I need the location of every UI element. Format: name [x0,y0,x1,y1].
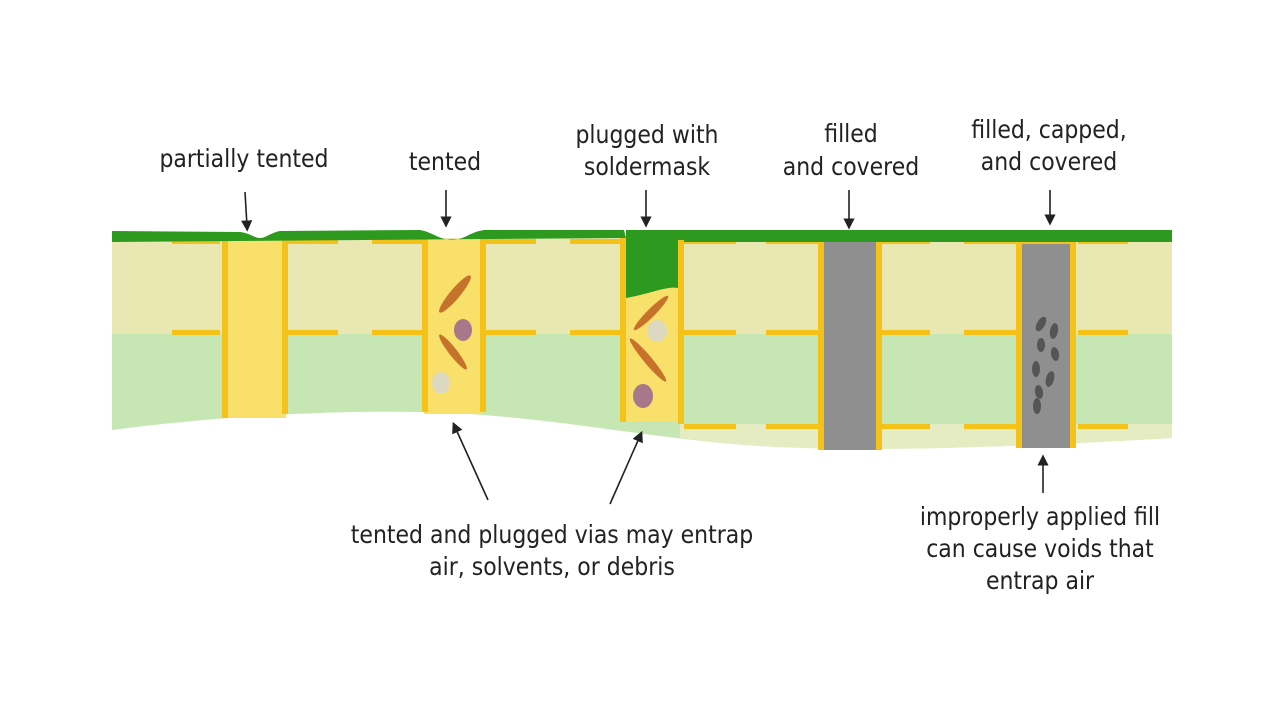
debris-particle [633,384,653,408]
label-entrap-line1: tented and plugged vias may entrap [351,520,753,550]
via-partially-tented [222,238,288,418]
soldermask-layer [112,230,1172,242]
debris-streak [439,334,467,370]
via-tented [422,238,486,414]
label-voids-line1: improperly applied fill [920,502,1160,532]
arrow-entrap-right [609,430,643,505]
label-capped-line1: filled, capped, [971,115,1126,145]
label-capped-line2: and covered [981,147,1117,177]
label-filled-line1: filled [824,119,878,149]
arrows [241,190,1056,505]
debris-streak [439,275,471,313]
air-bubble [647,320,667,342]
label-plugged-line1: plugged with [575,120,718,150]
label-entrap-line2: air, solvents, or debris [429,552,675,582]
label-tented: tented [409,147,481,177]
label-plugged-line2: soldermask [584,152,711,182]
via-filled-capped-covered [1016,238,1076,448]
label-filled-line2: and covered [783,152,919,182]
fill-voids [1032,316,1060,414]
label-voids-line2: can cause voids that [926,534,1154,564]
debris-streak [633,295,669,331]
labels: partially tented tented plugged with sol… [159,115,1160,596]
soldermask-plug [626,238,678,298]
label-partially-tented: partially tented [159,144,328,174]
debris-streak [629,338,667,382]
label-voids-line3: entrap air [986,566,1094,596]
debris-particle [454,319,472,341]
pcb-cross-section [112,230,1172,450]
copper-traces [172,239,1128,429]
arrow-partially-tented [241,191,253,232]
via-filled-covered [818,238,882,450]
via-plugged-soldermask [620,238,684,424]
arrow-entrap-left [452,421,489,501]
air-bubble [432,372,450,394]
